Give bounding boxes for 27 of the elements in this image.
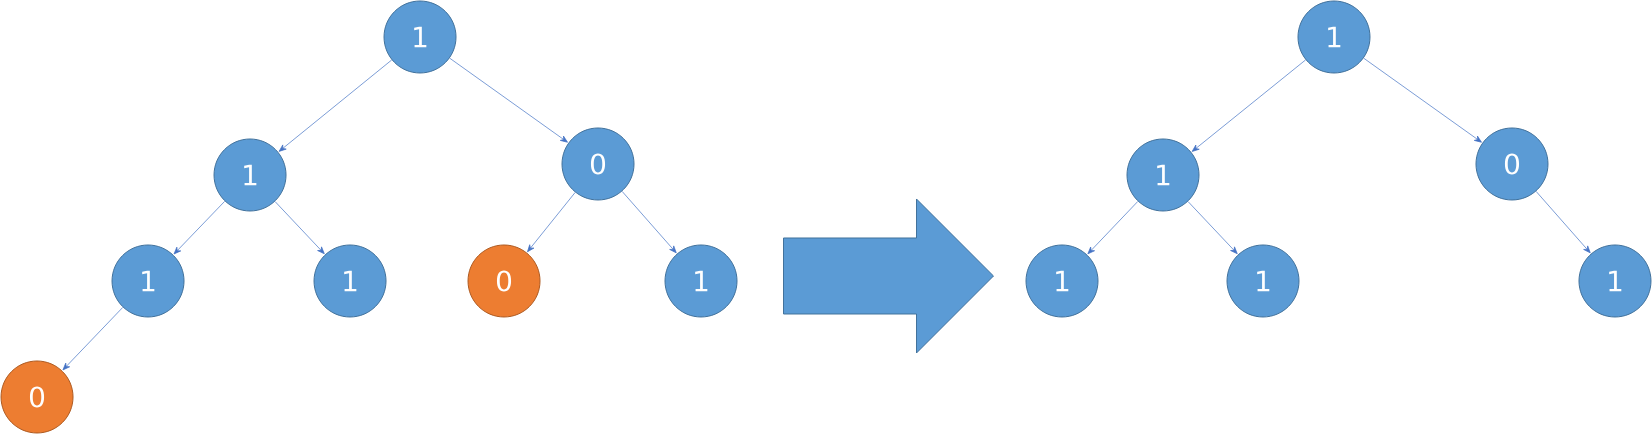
tree-node: 1 [1126, 138, 1200, 212]
block-arrow [783, 198, 994, 354]
arrow [1363, 57, 1482, 143]
tree-node: 1 [1226, 244, 1300, 318]
arrow [1187, 201, 1238, 255]
arrow [527, 192, 576, 253]
tree-node: 1 [1578, 244, 1652, 318]
arrow [621, 191, 677, 254]
tree-node: 0 [1475, 127, 1549, 201]
arrow [62, 307, 124, 371]
arrow [173, 200, 226, 255]
tree-node: 1 [313, 244, 387, 318]
arrow [1087, 201, 1139, 255]
tree-node: 1 [111, 244, 185, 318]
tree-node: 1 [1025, 244, 1099, 318]
tree-node: 1 [383, 0, 457, 74]
arrow [1535, 191, 1591, 254]
arrow [274, 201, 325, 255]
arrow [278, 59, 393, 152]
tree-node: 0 [561, 127, 635, 201]
highlighted-tree-node: 0 [467, 244, 541, 318]
highlighted-tree-node: 0 [0, 360, 74, 434]
tree-node: 1 [664, 244, 738, 318]
tree-node: 1 [213, 138, 287, 212]
tree-node: 1 [1297, 0, 1371, 74]
arrow [449, 57, 568, 143]
arrow [1191, 59, 1306, 152]
